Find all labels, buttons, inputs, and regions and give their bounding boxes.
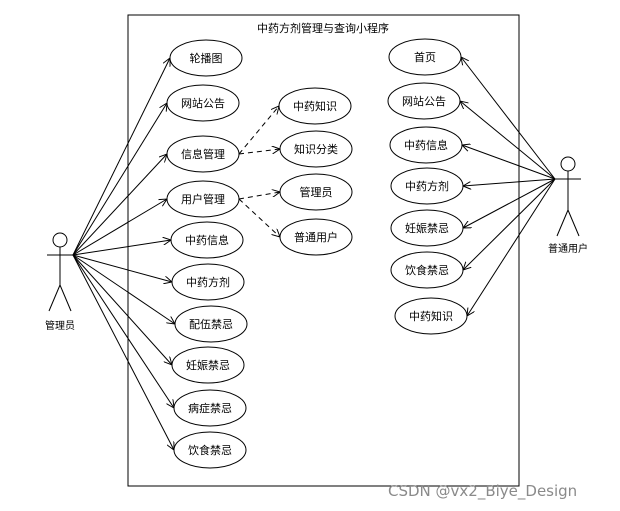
- use-case-admin-3-label: 用户管理: [181, 192, 225, 206]
- use-case-usermgmt-sub-0: 管理员: [279, 173, 353, 211]
- use-case-info-sub-0: 中药知识: [278, 87, 352, 125]
- use-case-usermgmt-sub-0-label: 管理员: [300, 185, 333, 199]
- association-user-4: [463, 178, 556, 228]
- use-case-admin-1: 网站公告: [166, 84, 240, 122]
- actor-admin: [47, 232, 73, 312]
- system-title: 中药方剂管理与查询小程序: [257, 21, 389, 35]
- use-case-admin-9-label: 饮食禁忌: [188, 443, 232, 457]
- association-admin-8: [72, 254, 174, 408]
- use-case-user-2: 中药信息: [389, 126, 463, 164]
- use-case-user-2-label: 中药信息: [404, 138, 448, 152]
- use-case-admin-8: 病症禁忌: [173, 389, 247, 427]
- use-case-user-6-label: 中药知识: [409, 309, 453, 323]
- use-case-nodes: 轮播图网站公告信息管理用户管理中药信息中药方剂配伍禁忌妊娠禁忌病症禁忌饮食禁忌中…: [166, 38, 468, 469]
- use-case-admin-9: 饮食禁忌: [173, 431, 247, 469]
- use-case-user-3: 中药方剂: [390, 167, 464, 205]
- association-user-1: [460, 101, 556, 180]
- use-case-user-5-label: 饮食禁忌: [405, 263, 449, 277]
- watermark: CSDN @vx2_Biye_Design: [388, 482, 578, 500]
- use-case-info-sub-1: 知识分类: [279, 130, 353, 168]
- association-admin-9: [72, 254, 174, 450]
- use-case-admin-6: 配伍禁忌: [174, 305, 248, 343]
- association-admin-4: [72, 240, 171, 256]
- use-case-user-0-label: 首页: [414, 50, 436, 64]
- use-case-admin-0-label: 轮播图: [190, 51, 223, 65]
- association-admin-7: [72, 254, 172, 365]
- use-case-admin-8-label: 病症禁忌: [188, 401, 232, 415]
- use-case-user-3-label: 中药方剂: [405, 179, 449, 193]
- use-case-info-sub-1-label: 知识分类: [294, 142, 338, 156]
- dependency-info-1: [238, 149, 280, 155]
- association-user-0: [461, 57, 556, 180]
- use-case-user-1-label: 网站公告: [402, 94, 446, 108]
- dependency-usermgmt-0: [238, 192, 280, 200]
- association-lines: [72, 57, 556, 450]
- use-case-admin-7-label: 妊娠禁忌: [186, 358, 230, 372]
- use-case-user-4: 妊娠禁忌: [390, 209, 464, 247]
- association-user-6: [467, 178, 556, 316]
- association-admin-5: [72, 254, 172, 282]
- use-case-admin-2: 信息管理: [166, 135, 240, 173]
- dependency-usermgmt-1: [238, 198, 280, 237]
- use-case-admin-7: 妊娠禁忌: [171, 346, 245, 384]
- use-case-admin-6-label: 配伍禁忌: [189, 318, 233, 331]
- use-case-usermgmt-sub-1-label: 普通用户: [294, 230, 338, 244]
- association-user-5: [463, 178, 556, 270]
- use-case-usermgmt-sub-1: 普通用户: [279, 218, 353, 256]
- association-admin-6: [72, 254, 175, 324]
- use-case-user-0: 首页: [388, 38, 462, 76]
- association-admin-0: [72, 58, 170, 256]
- use-case-admin-3: 用户管理: [166, 180, 240, 218]
- association-admin-1: [72, 103, 167, 256]
- use-case-info-sub-0-label: 中药知识: [293, 99, 337, 113]
- use-case-admin-1-label: 网站公告: [181, 96, 225, 110]
- use-case-user-4-label: 妊娠禁忌: [405, 221, 449, 235]
- use-case-user-5: 饮食禁忌: [390, 251, 464, 289]
- use-case-admin-5: 中药方剂: [171, 263, 245, 301]
- association-user-3: [463, 178, 556, 186]
- dependency-info-0: [238, 106, 279, 155]
- use-case-admin-4-label: 中药信息: [185, 233, 229, 247]
- use-case-admin-2-label: 信息管理: [181, 147, 225, 161]
- use-case-user-6: 中药知识: [394, 297, 468, 335]
- actor-admin-label: 管理员: [45, 319, 75, 332]
- use-case-user-1: 网站公告: [387, 82, 461, 120]
- actor-user-label: 普通用户: [548, 242, 588, 255]
- use-case-admin-0: 轮播图: [169, 39, 243, 77]
- association-admin-3: [72, 199, 167, 256]
- association-user-2: [462, 145, 556, 180]
- use-case-admin-5-label: 中药方剂: [186, 275, 230, 289]
- use-case-admin-4: 中药信息: [170, 221, 244, 259]
- association-admin-2: [72, 154, 167, 256]
- actor-user: [555, 156, 581, 237]
